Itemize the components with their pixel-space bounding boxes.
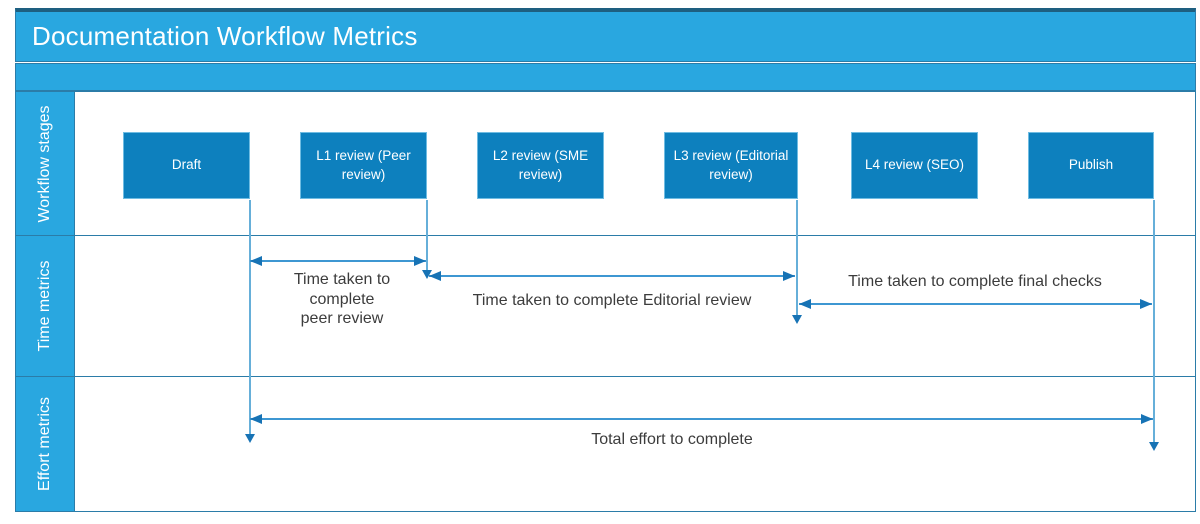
label-editorial-review-time: Time taken to complete Editorial review [472,292,752,309]
editorial-review-span-arrow-icon [429,271,795,281]
stage-box-l1-review-label: L1 review (Peer review) [316,148,411,182]
stage-box-l2-review: L2 review (SME review) [477,132,604,199]
connector-l1-down-arrow-icon [426,200,428,270]
subtitle-band [15,63,1196,91]
connector-l3-down-arrow-icon [796,200,798,315]
stage-box-l1-review: L1 review (Peer review) [300,132,427,199]
stage-box-l4-review: L4 review (SEO) [851,132,978,199]
row-header-workflow-stages-label: Workflow stages [36,104,53,223]
stage-box-draft-label: Draft [171,157,202,173]
connector-publish-down-arrow-icon [1153,200,1155,442]
label-peer-review-time: Time taken to complete peer review [293,271,391,328]
row-header-time-metrics-label: Time metrics [36,260,53,352]
stage-box-publish-label: Publish [1068,157,1114,173]
peer-review-span-arrow-icon [250,256,426,266]
row-divider-1 [15,235,1196,236]
stage-box-l3-review-label: L3 review (Editorial review) [673,148,789,182]
final-checks-span-arrow-icon [799,299,1152,309]
stage-box-l2-review-label: L2 review (SME review) [492,148,589,182]
row-header-workflow-stages: Workflow stages [16,92,75,235]
stage-box-l4-review-label: L4 review (SEO) [864,157,965,173]
page-title: Documentation Workflow Metrics [32,21,418,51]
label-total-effort: Total effort to complete [591,431,753,448]
connector-draft-down-arrow-icon [249,200,251,434]
row-header-effort-metrics: Effort metrics [16,377,75,511]
row-divider-2 [15,376,1196,377]
stage-box-draft: Draft [123,132,250,199]
row-header-effort-metrics-label: Effort metrics [36,397,53,491]
stage-box-publish: Publish [1028,132,1154,199]
title-band: Documentation Workflow Metrics [15,8,1196,62]
total-effort-span-arrow-icon [250,414,1153,424]
row-header-time-metrics: Time metrics [16,236,75,376]
stage-box-l3-review: L3 review (Editorial review) [664,132,798,199]
label-final-checks-time: Time taken to complete final checks [848,273,1102,290]
